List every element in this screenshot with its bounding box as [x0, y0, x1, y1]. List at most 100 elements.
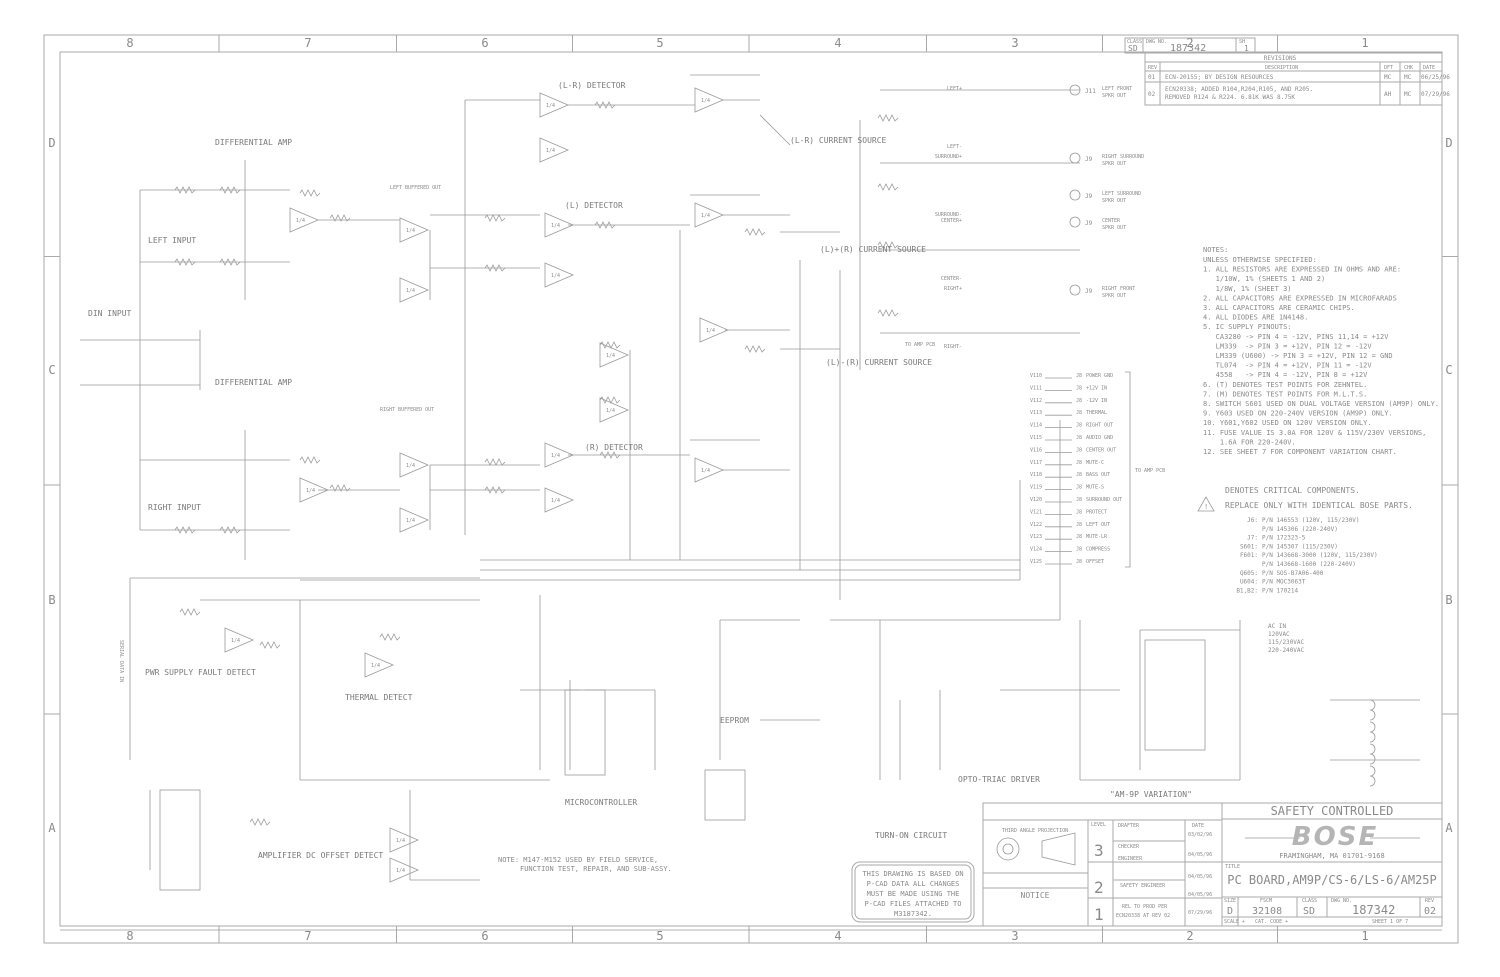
connector-ref: J9: [1085, 288, 1093, 295]
op-amp-fraction: 1/4: [406, 518, 415, 524]
speaker-output-label: SPKR OUT: [1102, 225, 1126, 231]
speaker-output-label: LEFT FRONT: [1102, 86, 1132, 92]
op-amp-fraction: 1/4: [701, 98, 710, 104]
note-line: 11. FUSE VALUE IS 3.0A FOR 120V & 115V/2…: [1203, 429, 1426, 437]
op-amp-symbol: [544, 487, 575, 513]
op-amp-fraction: 1/4: [396, 838, 405, 844]
signal-name: SURROUND OUT: [1086, 497, 1122, 503]
op-amp-symbol: [399, 277, 430, 303]
test-point-ref: V114: [1030, 423, 1042, 429]
level-number: 3: [1094, 841, 1104, 860]
size-value: D: [1227, 906, 1233, 917]
label-thermal-detect: THERMAL DETECT: [345, 693, 413, 702]
zone-number: 4: [834, 929, 841, 943]
test-point-ref: V121: [1030, 509, 1042, 515]
test-point-ref: V116: [1030, 447, 1042, 453]
resistor-symbol: [174, 186, 196, 194]
resistor-symbol: [877, 114, 899, 122]
speaker-plus-label: LEFT+: [947, 86, 962, 92]
drawing-note-line: THIS DRAWING IS BASED ON: [862, 870, 963, 878]
release-date: 07/29/96: [1188, 910, 1212, 916]
label-dc-offset: AMPLIFIER DC OFFSET DETECT: [258, 851, 383, 860]
critical-part-ref: Q605:: [1240, 570, 1258, 577]
rev-description: REMOVED R124 & R224. 6.81K WAS 8.75K: [1165, 94, 1295, 101]
resistor-symbol: [299, 456, 321, 464]
date-label: DATE: [1192, 823, 1204, 829]
label-lr-detector: (L-R) DETECTOR: [558, 81, 626, 90]
label-opto-triac: OPTO-TRIAC DRIVER: [958, 775, 1040, 784]
class-value: SD: [1303, 906, 1315, 917]
size-label: SIZE: [1224, 898, 1236, 904]
rev-dft: AH: [1384, 91, 1392, 98]
cat-code-label: CAT. CODE +: [1255, 919, 1288, 925]
schematic-wiring: [60, 74, 1442, 931]
resistor-symbol: [599, 396, 621, 404]
rev-chk: MC: [1404, 74, 1412, 81]
resistor-symbol: [219, 258, 241, 266]
op-amp-symbol: [539, 137, 570, 163]
title-label: TITLE: [1225, 864, 1240, 870]
label-left-input: LEFT INPUT: [148, 236, 196, 245]
speaker-output-label: RIGHT SURROUND: [1102, 154, 1144, 160]
label-eeprom: EEPROM: [720, 716, 749, 725]
release-label: REL TO PROD PER: [1122, 904, 1168, 910]
signal-name: PROTECT: [1086, 509, 1107, 515]
zone-letter: B: [48, 593, 55, 607]
rev-number: 02: [1148, 91, 1156, 98]
scale-label: SCALE +: [1224, 919, 1245, 925]
connector-jack-icon: [1069, 216, 1081, 228]
test-point-ref: V113: [1030, 410, 1042, 416]
serial-data-in-label: SERIAL DATA IN: [118, 640, 124, 682]
note-line: UNLESS OTHERWISE SPECIFIED:: [1203, 256, 1317, 264]
projection-symbol: [1041, 832, 1076, 866]
connector-ref: J8: [1076, 472, 1082, 478]
zone-letter: A: [1445, 821, 1453, 835]
op-amp-fraction: 1/4: [551, 498, 560, 504]
op-amp-symbol: [599, 342, 630, 368]
strip-class-label: CLASS: [1127, 39, 1142, 45]
drawing-title: PC BOARD,AM9P/CS-6/LS-6/AM25P: [1227, 873, 1437, 887]
critical-part-ref: B1,B2:: [1236, 587, 1258, 594]
test-point-ref: V119: [1030, 485, 1042, 491]
label-right-input: RIGHT INPUT: [148, 503, 201, 512]
critical-part-number: P/N 143668-1600 (220-240V): [1262, 561, 1356, 568]
rev-chk: MC: [1404, 91, 1412, 98]
label-lmr-current-source: (L)-(R) CURRENT SOURCE: [826, 358, 932, 367]
address: FRAMINGHAM, MA 01701-9168: [1279, 852, 1384, 860]
speaker-output-label: SPKR OUT: [1102, 93, 1126, 99]
note-line: LM339 -> PIN 3 = +12V, PIN 12 = -12V: [1203, 342, 1372, 350]
ic-package: [1144, 639, 1206, 751]
connector-ref: J8: [1076, 410, 1082, 416]
connector-ref: J11: [1085, 88, 1096, 95]
critical-part-number: P/N MOC3063T: [1262, 579, 1306, 586]
critical-part-ref: U604:: [1240, 579, 1258, 586]
resistor-symbol: [594, 101, 616, 109]
rev-date: 07/29/96: [1421, 91, 1450, 98]
connector-ref: J8: [1076, 373, 1082, 379]
resistor-symbol: [329, 214, 351, 222]
op-amp-fraction: 1/4: [231, 638, 240, 644]
label-differential-amp: DIFFERENTIAL AMP: [215, 378, 292, 387]
to-amp-pcb-label: TO AMP PCB: [905, 342, 935, 348]
resistor-symbol: [599, 451, 621, 459]
speaker-output-label: SPKR OUT: [1102, 293, 1126, 299]
op-amp-symbol: [299, 477, 330, 503]
op-amp-symbols: 1/41/41/41/41/41/41/41/41/41/41/41/41/41…: [224, 87, 730, 883]
op-amp-fraction: 1/4: [551, 273, 560, 279]
op-amp-fraction: 1/4: [706, 328, 715, 334]
op-amp-fraction: 1/4: [406, 288, 415, 294]
critical-part-ref: J7:: [1247, 535, 1258, 542]
speaker-output-label: SPKR OUT: [1102, 198, 1126, 204]
zone-number: 4: [834, 36, 841, 50]
note-line: 1.6A FOR 220-240V.: [1203, 438, 1296, 446]
checker-label: CHECKER: [1118, 844, 1140, 850]
